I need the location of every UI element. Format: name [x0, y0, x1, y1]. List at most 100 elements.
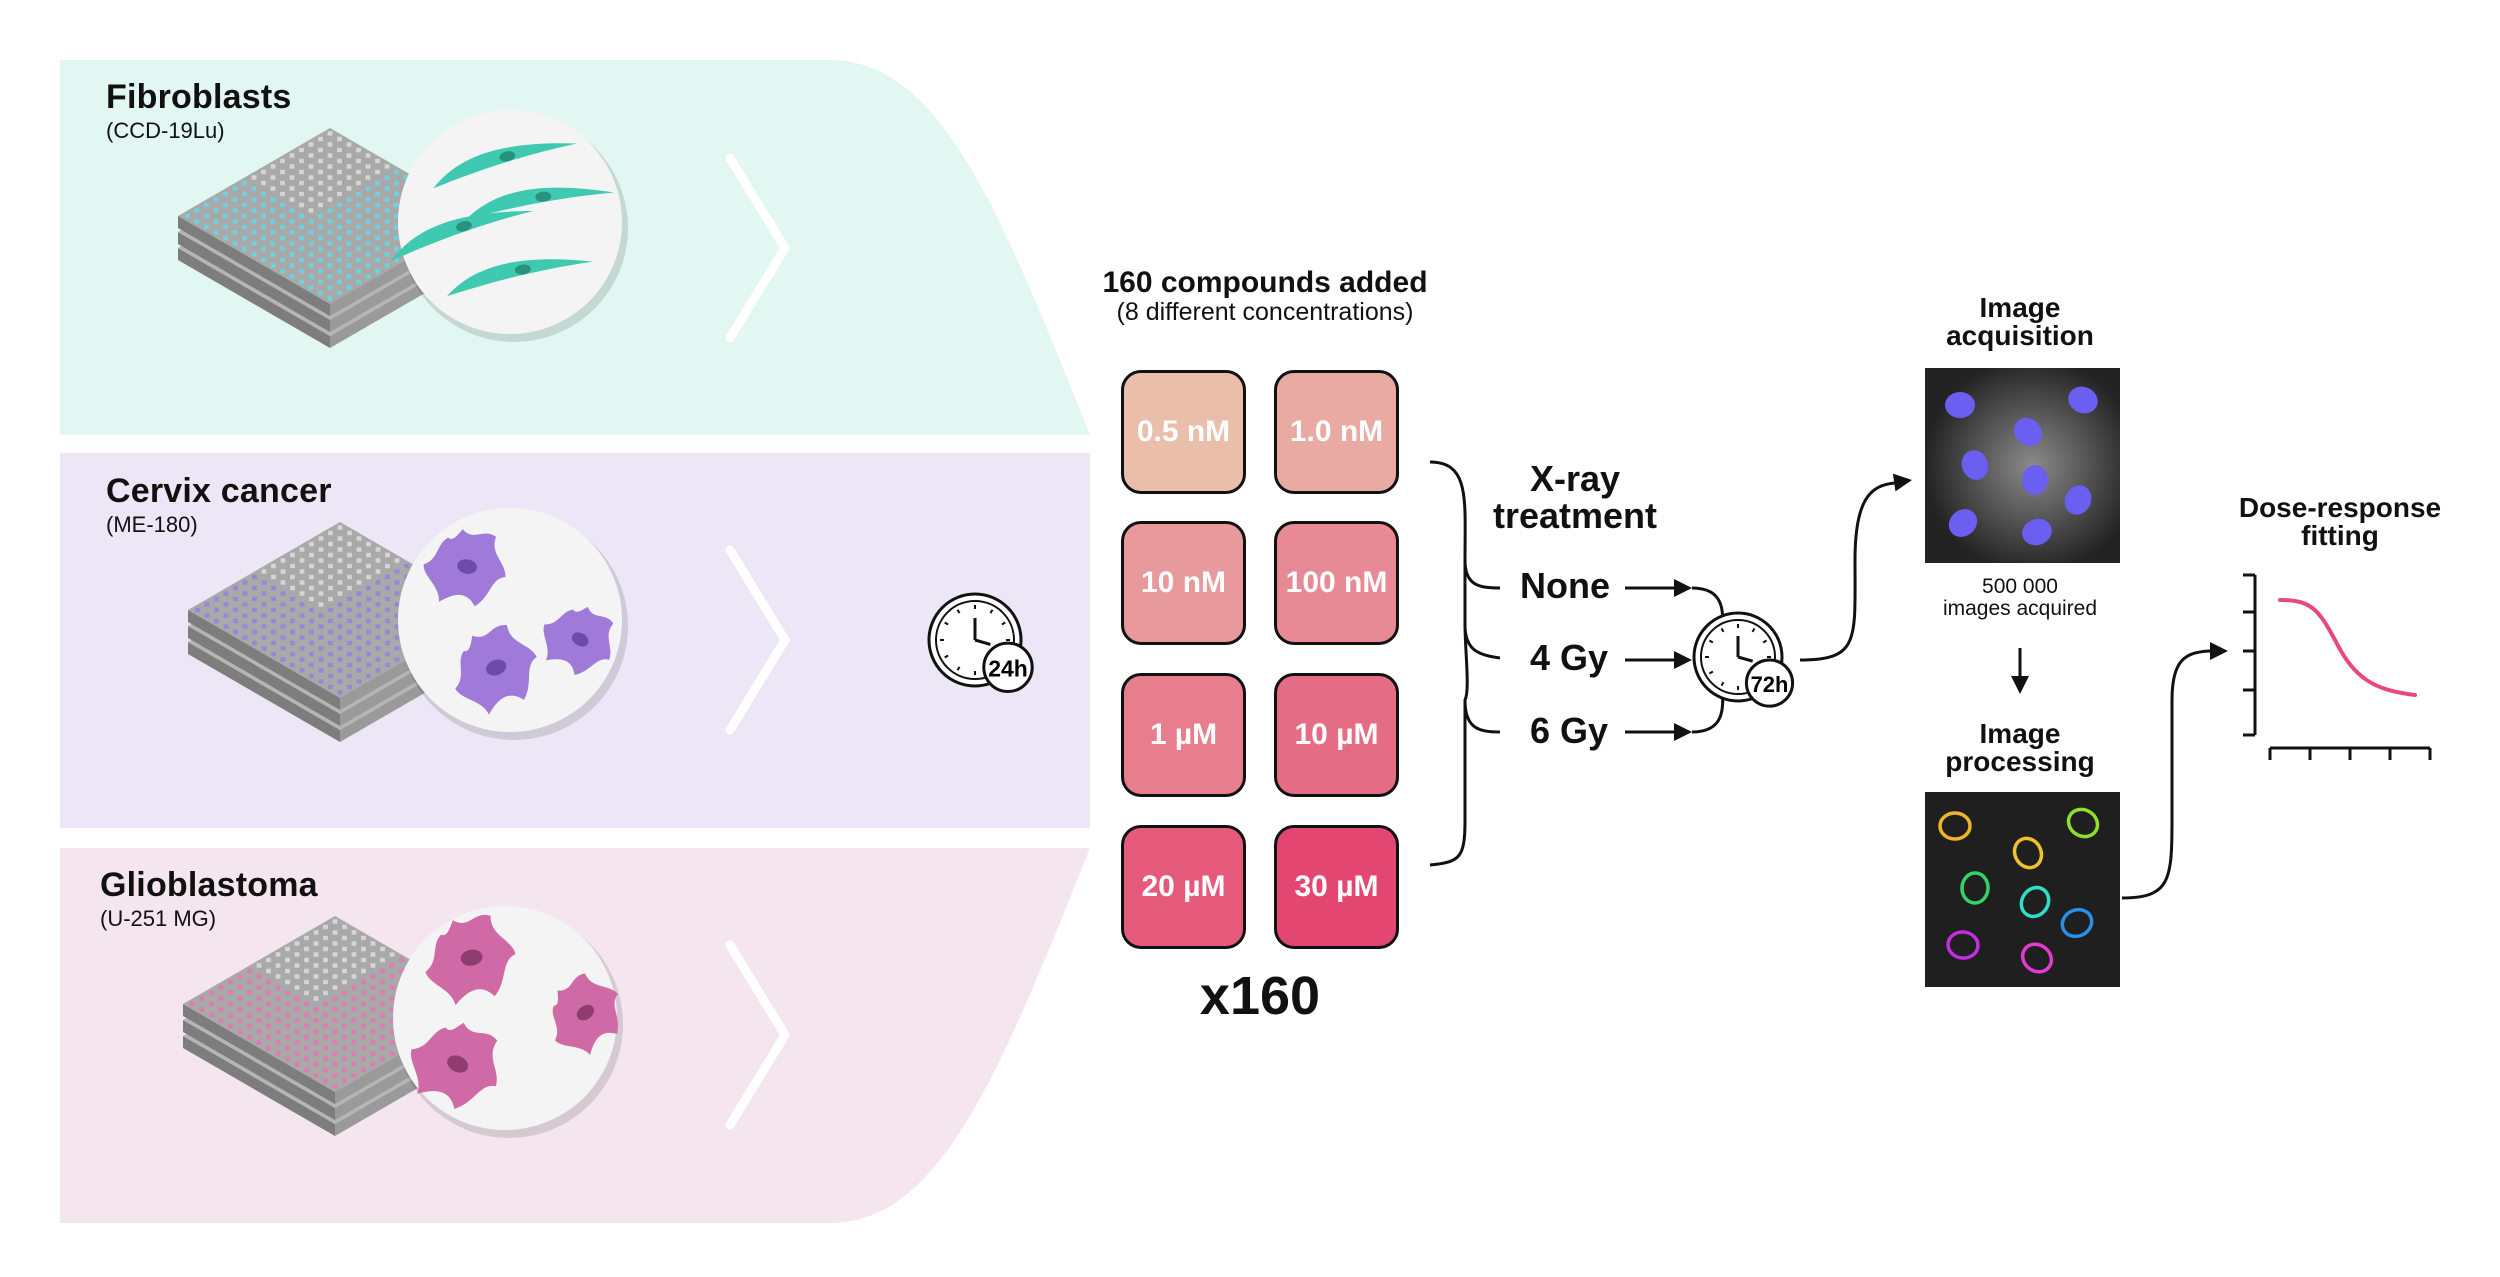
plate-well [366, 552, 371, 558]
plate-well [323, 924, 328, 930]
nucleus-spot [2013, 417, 2043, 447]
plate-well [299, 213, 304, 219]
plate-well [318, 580, 324, 585]
plate-well [361, 946, 366, 952]
plate-well [290, 552, 295, 558]
plate-well [337, 536, 343, 541]
plate-well [323, 1056, 328, 1062]
plate-well [237, 1018, 243, 1023]
plate-well [365, 208, 371, 213]
plate-well [285, 968, 290, 974]
xray-option-none: None [1520, 565, 1610, 606]
plate-well [261, 191, 266, 197]
plate-well [327, 296, 333, 301]
plate-well [384, 263, 390, 268]
plate-well [299, 268, 304, 274]
plate-well [385, 574, 390, 580]
plate-well [394, 202, 399, 208]
plate-well [294, 1051, 300, 1056]
dose-response-plot [2243, 573, 2432, 760]
plate-well [332, 963, 338, 968]
plate-well [233, 607, 238, 613]
plate-well [389, 1018, 395, 1023]
plate-well [313, 1040, 319, 1045]
plate-well [370, 1029, 376, 1034]
plate-well [280, 657, 286, 662]
plate-well [285, 1023, 290, 1029]
plate-well [385, 662, 390, 668]
plate-well [313, 952, 319, 957]
plate-well [384, 241, 390, 246]
plate-well [289, 164, 295, 169]
plate-well [394, 235, 399, 241]
plate-well [356, 224, 361, 230]
fibroblast-cell [465, 187, 615, 220]
plate-well [366, 629, 371, 635]
plate-well [290, 596, 295, 602]
cancer-cell [423, 529, 506, 607]
plate-well [251, 197, 257, 202]
plate-well [275, 996, 281, 1001]
plate-well [228, 1012, 233, 1018]
plate-well [318, 180, 323, 186]
plate-well [299, 191, 304, 197]
plate-well [289, 208, 295, 213]
plate-well [370, 1018, 376, 1023]
plate-well [337, 279, 342, 285]
plate-well [214, 618, 219, 624]
plate-well [346, 274, 352, 279]
plate-well [385, 552, 390, 558]
plate-well [342, 1001, 347, 1007]
plate-well [380, 1023, 385, 1029]
plate-well [261, 246, 266, 252]
plate-well [328, 585, 333, 591]
plate-well [237, 996, 243, 1001]
plate-well [190, 1001, 195, 1007]
plate-well [280, 558, 286, 563]
plate-well [309, 552, 314, 558]
plate-well [294, 1062, 300, 1067]
plate-well [218, 1007, 224, 1012]
plate-well [280, 180, 285, 186]
nucleus-spot [2068, 386, 2098, 414]
plate-well [332, 952, 338, 957]
clock-hand [974, 638, 991, 646]
plate-well [365, 263, 371, 268]
plate-well [294, 1029, 300, 1034]
plate-well [275, 1018, 281, 1023]
plate-well [270, 241, 276, 246]
plate-well [289, 186, 295, 191]
plate-side [178, 216, 330, 316]
plate-well [308, 252, 314, 257]
plate-well [318, 613, 324, 618]
concentration-well: 10 nM [1121, 521, 1246, 645]
plate-well [289, 252, 295, 257]
plate-well [327, 208, 333, 213]
plate-well [308, 285, 314, 290]
plate-well [275, 952, 281, 957]
cancer-cell [410, 1022, 498, 1109]
cell-nucleus [499, 151, 516, 162]
plate-well [375, 657, 381, 662]
plate-well [332, 1062, 338, 1067]
plate-well [223, 224, 228, 230]
plate-well [266, 968, 271, 974]
plate-well [356, 591, 362, 596]
plate-well [289, 219, 295, 224]
cancer-cell [455, 625, 537, 715]
plate-well [366, 640, 371, 646]
segmentation-outline [1938, 811, 1972, 841]
plate-well [294, 952, 300, 957]
plate-well [289, 263, 295, 268]
plate-well [394, 213, 399, 219]
plate-well [370, 974, 376, 979]
concentration-well: 10 µM [1274, 673, 1399, 797]
cell-nucleus [535, 191, 552, 202]
processing-image [1925, 792, 2120, 987]
plate-well [209, 990, 214, 996]
plate-well [337, 558, 343, 563]
plate-well [228, 990, 233, 996]
plate-well [347, 651, 352, 657]
plate-well [356, 246, 361, 252]
plate-well [294, 963, 300, 968]
